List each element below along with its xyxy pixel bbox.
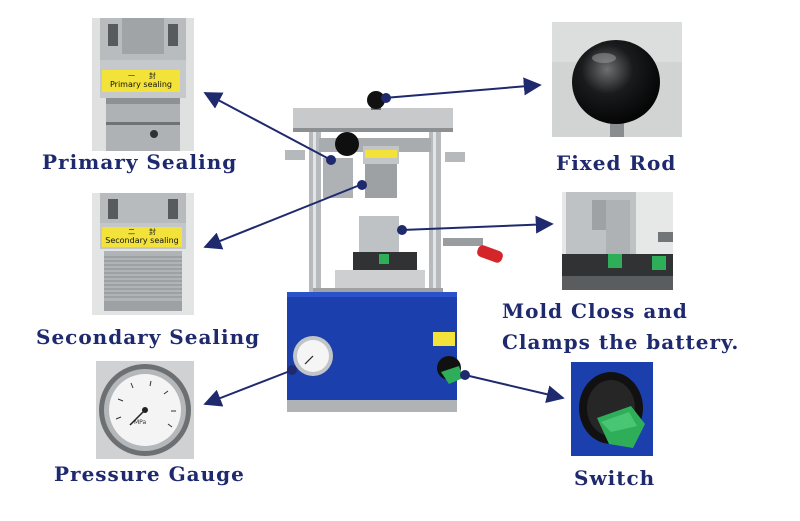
fixed-rod-photo <box>552 22 682 137</box>
primary-tag-en: Primary sealing <box>109 80 173 89</box>
switch-illustration <box>571 362 653 456</box>
label-mold-line1: Mold Closs and <box>502 299 688 323</box>
primary-tag-cn: 一 封 <box>128 72 156 80</box>
label-switch: Switch <box>574 466 656 490</box>
primary-sealing-photo: 一 封 Primary sealing <box>92 18 194 151</box>
mold-photo <box>562 192 673 290</box>
label-secondary-sealing: Secondary Sealing <box>36 325 261 349</box>
machine-photo <box>283 88 503 412</box>
switch-photo <box>571 362 653 456</box>
primary-sealing-illustration <box>92 18 194 151</box>
secondary-sealing-photo: 二 封 Secondary sealing <box>92 193 194 315</box>
pressure-gauge-photo: MPa <box>96 361 194 459</box>
label-primary-sealing: Primary Sealing <box>42 150 238 174</box>
fixed-rod-illustration <box>552 22 682 137</box>
label-fixed-rod: Fixed Rod <box>556 151 677 175</box>
arrow-gauge <box>203 370 291 407</box>
secondary-tag-cn: 二 封 <box>128 228 156 236</box>
label-mold-line2: Clamps the battery. <box>502 330 740 354</box>
label-pressure-gauge: Pressure Gauge <box>54 462 245 486</box>
pressure-gauge-illustration <box>96 361 194 459</box>
gauge-unit-text: MPa <box>134 419 147 426</box>
mold-illustration <box>562 192 673 290</box>
secondary-tag-en: Secondary sealing <box>105 236 179 245</box>
machine-illustration <box>285 91 503 412</box>
secondary-sealing-illustration <box>92 193 194 315</box>
